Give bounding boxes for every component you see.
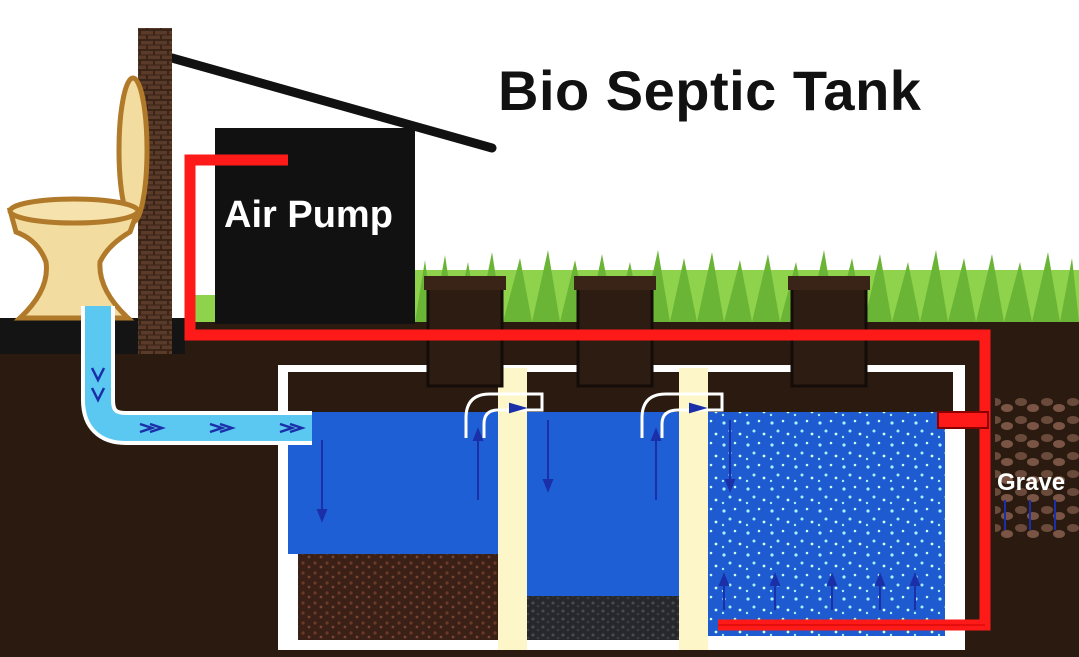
seepage-arrows	[1004, 500, 1056, 530]
diagram-title: Bio Septic Tank	[498, 59, 922, 122]
chamber-3-aerated-water	[708, 412, 945, 636]
outlet-pipe	[937, 411, 989, 429]
baffle-1	[498, 368, 527, 650]
manholes	[424, 276, 870, 388]
chamber-2-gravel	[527, 596, 679, 640]
toilet-icon	[6, 75, 150, 321]
inlet-pipe	[81, 306, 312, 445]
roof-icon	[167, 53, 497, 153]
gravel-bed	[995, 395, 1079, 540]
gravel-label: Grave	[997, 469, 1066, 496]
transfer-pipes	[464, 392, 724, 438]
baffle-2	[679, 368, 708, 650]
flow-arrow-icon	[316, 402, 968, 610]
chamber-1-sludge	[298, 554, 498, 640]
chamber-2-water	[527, 412, 679, 598]
air-pump-label: Air Pump	[224, 194, 393, 236]
